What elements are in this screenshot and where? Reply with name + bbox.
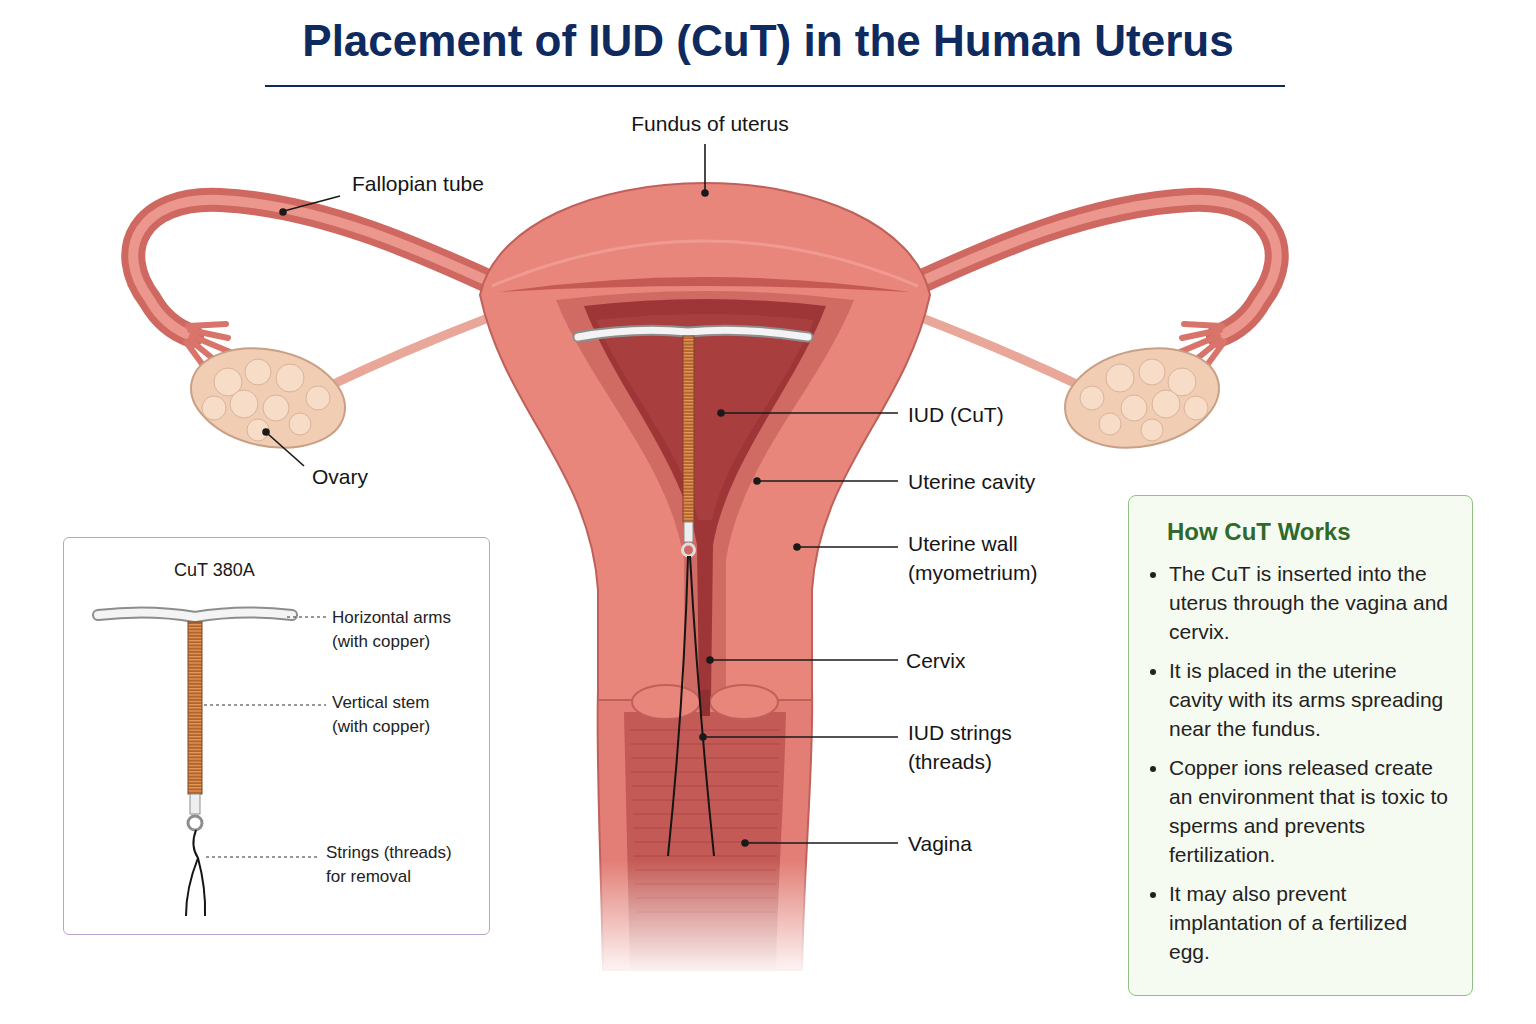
fallopian-tube xyxy=(133,200,492,372)
bullet-text: The CuT is inserted into the uterus thro… xyxy=(1169,560,1452,647)
inset-box: CuT 380A Horizontal arms (with copper) Ver… xyxy=(63,537,490,935)
ovary xyxy=(1056,335,1229,461)
part-label: Vertical stem (with copper) xyxy=(332,691,462,739)
part-label: IUD strings (threads) xyxy=(908,719,1043,776)
inset-leaders xyxy=(204,617,326,857)
ovarian-ligament xyxy=(325,318,488,388)
part-label: Ovary xyxy=(312,463,412,492)
title-underline xyxy=(265,85,1285,87)
panel-heading: How CuT Works xyxy=(1167,518,1452,546)
inset-heading: CuT 380A xyxy=(174,558,324,584)
part-label: Strings (threads) for removal xyxy=(326,841,476,889)
info-panel: How CuT WorksThe CuT is inserted into th… xyxy=(1128,495,1473,996)
part-label: Fundus of uterus xyxy=(560,110,860,139)
part-label: Horizontal arms (with copper) xyxy=(332,606,482,654)
part-label: Vagina xyxy=(908,830,1028,859)
fade-overlay xyxy=(570,860,840,980)
bullet-text: It may also prevent implantation of a fe… xyxy=(1169,880,1452,967)
part-label: Uterine cavity xyxy=(908,468,1108,497)
part-label: Cervix xyxy=(906,647,1026,676)
iud-device xyxy=(578,330,808,856)
bullet-list: The CuT is inserted into the uterus thro… xyxy=(1145,560,1452,967)
ovarian-ligament xyxy=(922,318,1085,388)
leader-lines xyxy=(263,144,898,846)
uterus xyxy=(480,183,930,719)
cut-380a-figure xyxy=(98,612,292,916)
part-label: Uterine wall (myometrium) xyxy=(908,530,1058,587)
part-label: Fallopian tube xyxy=(352,170,552,199)
fallopian-tube xyxy=(918,200,1277,372)
bullet-text: It is placed in the uterine cavity with … xyxy=(1169,657,1452,744)
part-label: IUD (CuT) xyxy=(908,401,1078,430)
fade-overlay xyxy=(570,978,840,1024)
diagram-title: Placement of IUD (CuT) in the Human Uter… xyxy=(0,16,1536,66)
bullet-text: Copper ions released create an environme… xyxy=(1169,754,1452,870)
ovary xyxy=(182,335,355,461)
